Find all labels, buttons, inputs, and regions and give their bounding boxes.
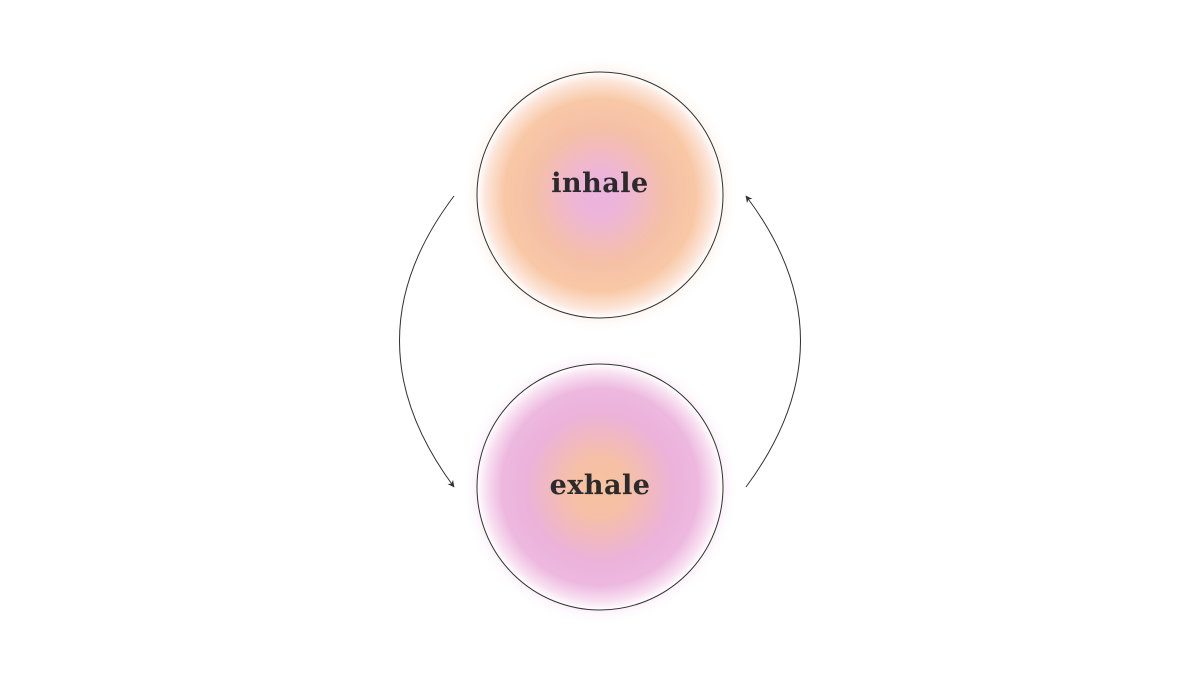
exhale-node <box>462 349 738 625</box>
exhale-node-outline <box>476 363 724 611</box>
inhale-node <box>462 57 738 333</box>
edge-exhale-to-inhale-arrow <box>745 195 801 488</box>
inhale-node-outline <box>476 71 724 319</box>
edge-inhale-to-exhale-arrow <box>399 195 455 488</box>
exhale-node-fill <box>477 364 723 610</box>
inhale-node-fill <box>477 72 723 318</box>
exhale-label: exhale <box>549 470 651 501</box>
inhale-label: inhale <box>551 168 649 199</box>
